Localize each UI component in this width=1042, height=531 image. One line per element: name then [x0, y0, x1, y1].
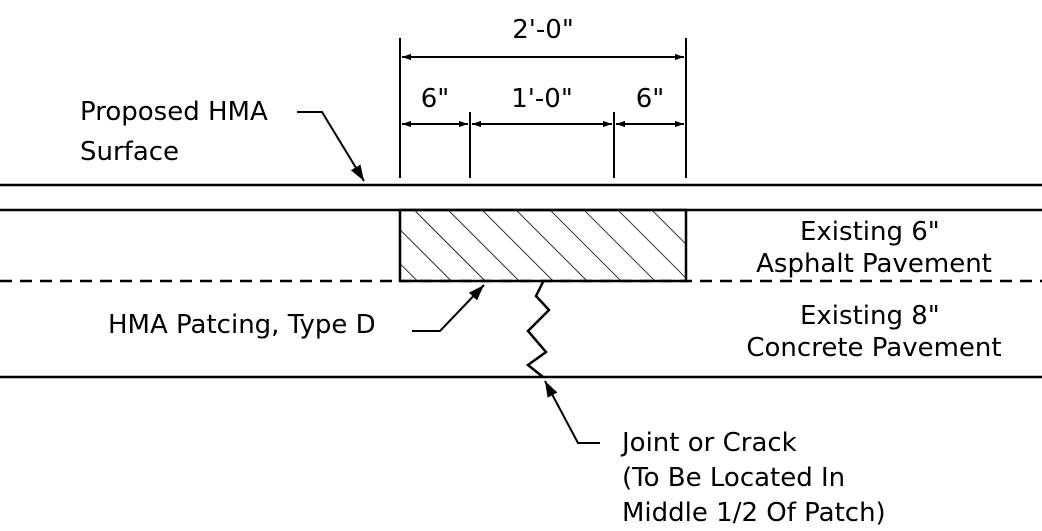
- hma-patch-hatched-area: [398, 208, 688, 283]
- proposed-surface-label-line1: Proposed HMA: [80, 97, 268, 127]
- hma-patching-label: HMA Patcing, Type D: [108, 310, 376, 340]
- proposed-surface-label-line2: Surface: [80, 137, 179, 167]
- joint-crack-label-line3: Middle 1/2 Of Patch): [622, 498, 886, 528]
- existing-asphalt-label-line2: Asphalt Pavement: [756, 249, 992, 279]
- joint-crack-label-line1: Joint or Crack: [620, 428, 797, 458]
- left-dimension-label: 6": [421, 84, 450, 114]
- existing-concrete-label-line1: Existing 8": [800, 301, 940, 331]
- existing-concrete-label: Existing 8" Concrete Pavement: [746, 301, 1001, 363]
- joint-crack-label: Joint or Crack (To Be Located In Middle …: [620, 428, 886, 528]
- joint-crack-leader: [544, 380, 600, 444]
- middle-dimension-label: 1'-0": [511, 84, 573, 114]
- hma-patching-leader: [412, 284, 485, 332]
- proposed-surface-leader: [297, 111, 365, 182]
- existing-asphalt-label: Existing 6" Asphalt Pavement: [756, 217, 992, 279]
- right-dimension-label: 6": [636, 84, 665, 114]
- proposed-surface-label: Proposed HMA Surface: [80, 97, 276, 167]
- joint-crack-zigzag: [525, 281, 551, 378]
- joint-crack-label-line2: (To Be Located In: [622, 463, 845, 493]
- overall-dimension-label: 2'-0": [512, 15, 574, 45]
- existing-concrete-label-line2: Concrete Pavement: [746, 333, 1001, 363]
- existing-asphalt-label-line1: Existing 6": [800, 217, 940, 247]
